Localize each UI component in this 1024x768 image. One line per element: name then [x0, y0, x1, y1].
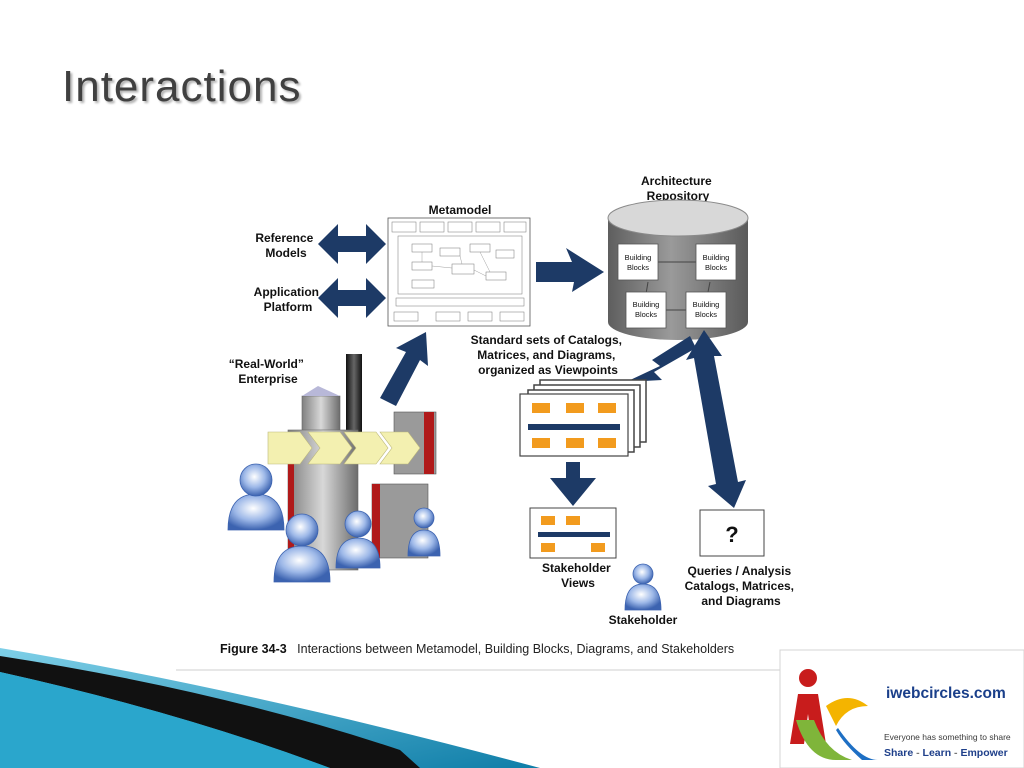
iwebcircles-logo: iwebcircles.com Everyone has something t…: [779, 649, 1024, 768]
process-chevron: [307, 431, 353, 465]
person-icon: [227, 463, 285, 531]
application-platform-double-arrow: [318, 278, 386, 318]
logo-tagline: Share - Learn - Empower: [884, 747, 1008, 759]
figure-caption: Figure 34-3 Interactions between Metamod…: [220, 640, 734, 657]
real-world-enterprise-label: “Real-World” Enterprise: [229, 357, 307, 386]
stakeholder-views-label: Stakeholder Views: [542, 561, 614, 590]
logo-slogan: Everyone has something to share: [884, 732, 1011, 742]
query-symbol: ?: [725, 522, 738, 547]
metamodel: Metamodel: [387, 203, 531, 327]
person-icon: [273, 513, 331, 583]
repository-to-viewpoints-arrow: [626, 336, 696, 382]
metamodel-to-repository-arrow: [536, 248, 604, 292]
metamodel-label: Metamodel: [429, 203, 492, 217]
viewpoint-diagrams-stack: [519, 379, 647, 457]
stakeholder-person-icon: [624, 563, 662, 611]
stakeholder-label: Stakeholder: [609, 613, 678, 627]
application-platform-label: Application Platform: [254, 285, 323, 314]
decorative-wave: [0, 648, 540, 768]
viewpoints-to-views-arrow: [550, 462, 596, 506]
black-tower: [346, 354, 362, 440]
standard-sets-label: Standard sets of Catalogs, Matrices, and…: [471, 333, 626, 377]
process-chevron: [379, 431, 421, 465]
repository-label: Architecture Repository: [641, 174, 715, 203]
person-icon: [335, 510, 381, 569]
queries-label: Queries / Analysis Catalogs, Matrices, a…: [685, 564, 798, 608]
repository-queries-double-arrow: [686, 330, 746, 508]
slide-title: Interactions: [62, 62, 302, 111]
person-icon: [407, 507, 441, 557]
process-chevron: [267, 431, 313, 465]
figures-logo-icon: [790, 669, 878, 760]
enterprise-to-metamodel-arrow: [380, 332, 428, 406]
reference-models-double-arrow: [318, 224, 386, 264]
logo-name: iwebcircles.com: [886, 685, 1006, 702]
stakeholder-views-diagram: [529, 507, 617, 559]
process-chevron: [343, 431, 389, 465]
query-box: ?: [699, 509, 765, 557]
reference-models-label: Reference Models: [255, 231, 316, 260]
enterprise-illustration: [227, 354, 441, 583]
